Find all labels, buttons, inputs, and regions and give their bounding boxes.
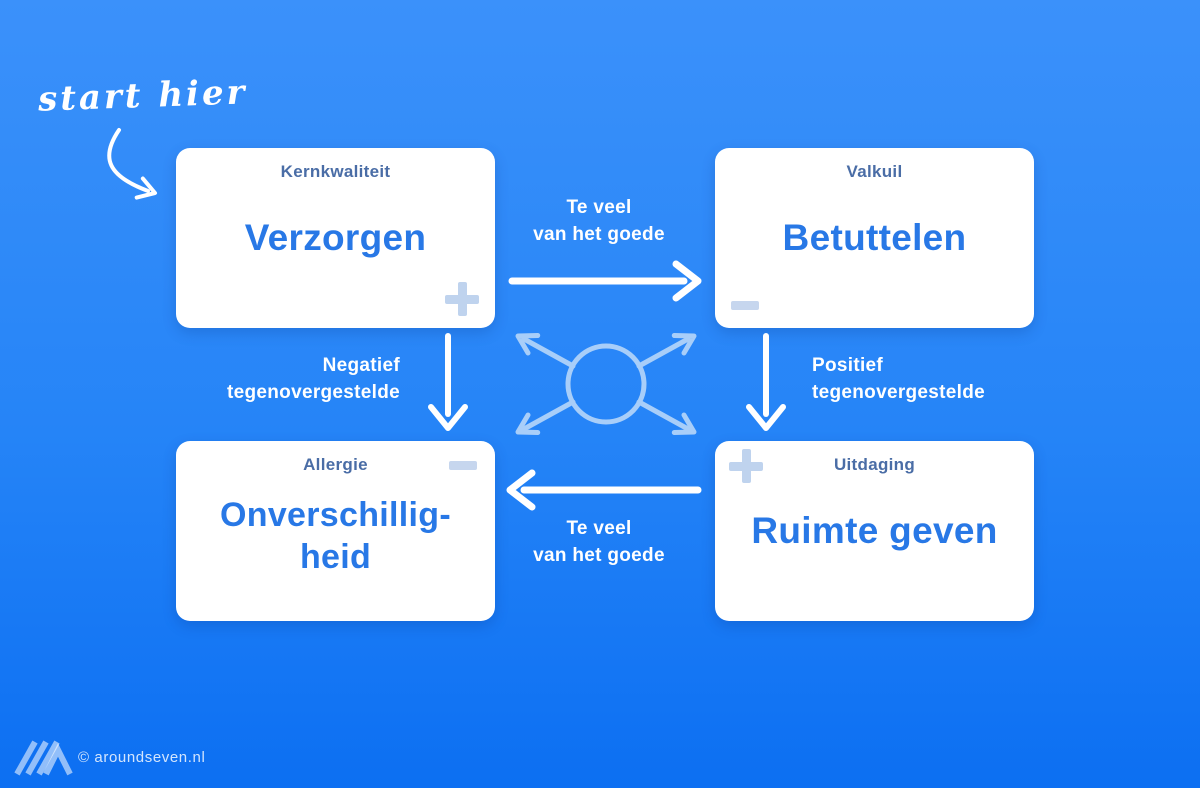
relation-top-line1: Te veel: [566, 197, 632, 218]
card-word: Onverschillig- heid: [176, 494, 495, 578]
plus-icon: [729, 449, 763, 483]
relation-label-left: Negatief tegenovergestelde: [178, 352, 400, 406]
relation-label-right: Positief tegenovergestelde: [812, 352, 1034, 406]
minus-icon: [731, 301, 759, 310]
card-word-line1: Onverschillig-: [220, 496, 451, 535]
arrow-top-icon: [508, 260, 702, 302]
relation-right-line1: Positief: [812, 355, 884, 376]
aroundseven-logo-icon: [14, 740, 73, 776]
card-allergie: Allergie Onverschillig- heid: [176, 441, 495, 621]
center-hub-icon: [515, 332, 697, 436]
card-valkuil: Valkuil Betuttelen: [715, 148, 1034, 328]
relation-top-line2: van het goede: [533, 224, 665, 245]
start-here-arrow-icon: [107, 128, 157, 200]
arrow-left-down-icon: [428, 333, 468, 431]
arrow-bottom-icon: [506, 469, 702, 511]
card-word: Verzorgen: [244, 217, 427, 258]
card-word-line2: heid: [299, 538, 372, 577]
relation-label-bottom: Te veel van het goede: [493, 515, 705, 569]
relation-left-line2: tegenovergestelde: [227, 382, 400, 403]
card-uitdaging: Uitdaging Ruimte geven: [715, 441, 1034, 621]
relation-bottom-line1: Te veel: [566, 518, 632, 539]
card-category-label: Kernkwaliteit: [280, 162, 391, 181]
card-category-label: Valkuil: [846, 162, 903, 181]
minus-icon: [449, 461, 477, 470]
relation-bottom-line2: van het goede: [533, 545, 665, 566]
footer-credit: © aroundseven.nl: [78, 749, 206, 766]
card-word: Ruimte geven: [751, 510, 998, 551]
card-word: Betuttelen: [782, 217, 967, 258]
card-category-label: Uitdaging: [833, 455, 916, 474]
plus-icon: [445, 282, 479, 316]
start-here-label: start hier: [37, 72, 249, 120]
relation-label-top: Te veel van het goede: [493, 194, 705, 248]
arrow-right-down-icon: [746, 333, 786, 431]
relation-left-line1: Negatief: [322, 355, 400, 376]
card-category-label: Allergie: [303, 455, 368, 474]
relation-right-line2: tegenovergestelde: [812, 382, 985, 403]
card-kernkwaliteit: Kernkwaliteit Verzorgen: [176, 148, 495, 328]
